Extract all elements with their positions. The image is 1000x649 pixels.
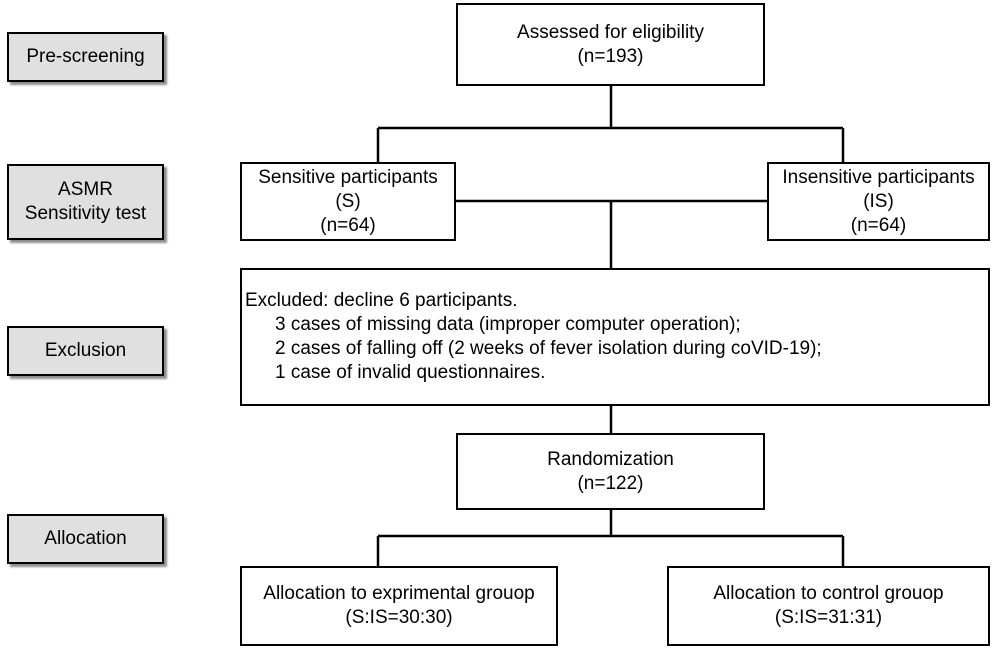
assessed-box: Assessed for eligibility (n=193) [456, 3, 765, 86]
insensitive-title: Insensitive participants [782, 166, 975, 188]
insensitive-abbr: (IS) [863, 190, 894, 212]
stage-prescreening: Pre-screening [7, 32, 164, 82]
stage-asmr-label-line1: ASMR [58, 179, 113, 200]
randomization-box: Randomization (n=122) [456, 433, 765, 510]
experimental-group-ratio: (S:IS=30:30) [345, 607, 453, 628]
insensitive-count: (n=64) [850, 214, 907, 236]
stage-allocation-label: Allocation [44, 528, 127, 549]
stage-exclusion-label: Exclusion [44, 340, 127, 361]
exclusion-heading: Excluded: decline 6 participants. [245, 290, 518, 311]
exclusion-reason: 1 case of invalid questionnaires. [275, 362, 546, 383]
assessed-title: Assessed for eligibility [517, 21, 704, 43]
stage-prescreening-label: Pre-screening [26, 46, 145, 67]
sensitive-title: Sensitive participants [258, 166, 438, 188]
assessed-count: (n=193) [577, 45, 644, 67]
stage-exclusion: Exclusion [7, 326, 164, 376]
randomization-count: (n=122) [577, 472, 644, 494]
experimental-group-title: Allocation to exprimental grouop [263, 583, 535, 604]
exclusion-reason: 3 cases of missing data (improper comput… [275, 314, 741, 335]
sensitive-box: Sensitive participants (S) (n=64) [240, 162, 456, 241]
exclusion-box: Excluded: decline 6 participants. 3 case… [240, 268, 990, 406]
control-group-ratio: (S:IS=31:31) [774, 607, 883, 628]
stage-asmr-sensitivity: ASMR Sensitivity test [7, 164, 164, 240]
experimental-group-box: Allocation to exprimental grouop (S:IS=3… [240, 566, 558, 646]
stage-asmr-label-line2: Sensitivity test [24, 203, 147, 224]
control-group-title: Allocation to control grouop [713, 583, 944, 604]
sensitive-count: (n=64) [320, 214, 376, 236]
sensitive-abbr: (S) [335, 190, 361, 212]
stage-allocation: Allocation [7, 514, 164, 564]
randomization-title: Randomization [547, 448, 674, 470]
control-group-box: Allocation to control grouop (S:IS=31:31… [667, 566, 990, 646]
insensitive-box: Insensitive participants (IS) (n=64) [767, 162, 990, 241]
exclusion-reason: 2 cases of falling off (2 weeks of fever… [275, 338, 822, 359]
